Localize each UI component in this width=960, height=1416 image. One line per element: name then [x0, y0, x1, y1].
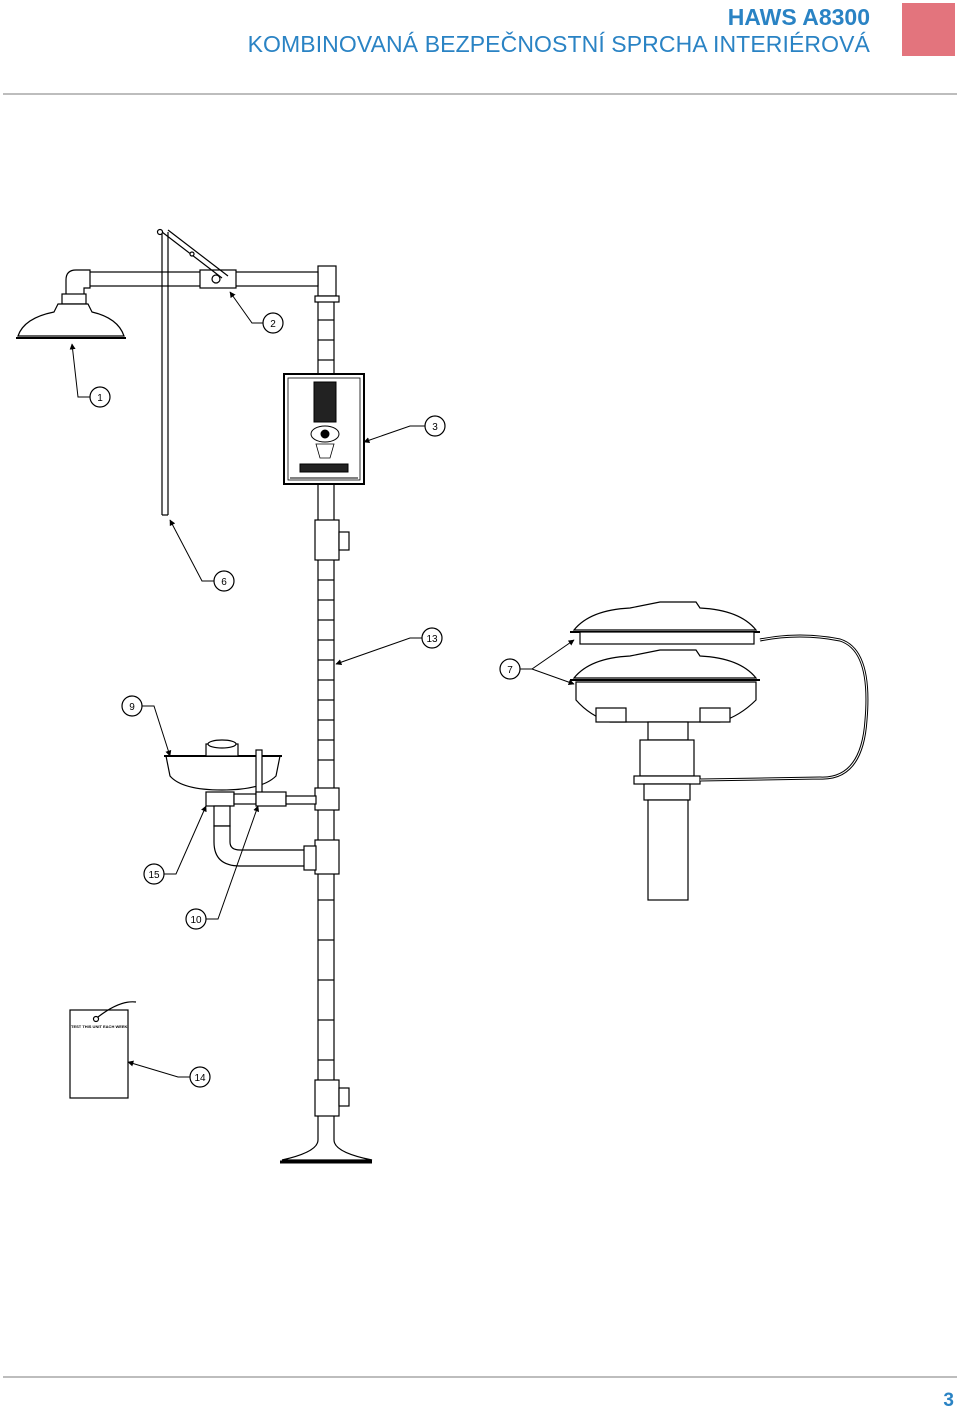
callout-15-label: 15 [148, 870, 160, 881]
callout-7 [499, 658, 521, 680]
shower-head [16, 303, 126, 339]
accent-box [902, 3, 955, 56]
callout-1 [89, 386, 111, 408]
callout-3 [424, 415, 446, 437]
callout-9 [121, 695, 143, 717]
callout-10 [185, 908, 207, 930]
eyewash-piping [205, 791, 317, 871]
callout-7-label: 7 [507, 665, 513, 676]
callout-10-label: 10 [190, 915, 202, 926]
pull-rod [156, 228, 229, 516]
leader-lines [69, 291, 575, 1078]
page-number: 3 [943, 1390, 954, 1411]
document-title: HAWS A8300 [727, 4, 870, 30]
callout-13-label: 13 [426, 634, 438, 645]
callout-6-label: 6 [221, 577, 227, 588]
main-pipe [280, 265, 373, 1164]
callout-2-label: 2 [270, 319, 276, 330]
callout-9-label: 9 [129, 702, 135, 713]
callout-6 [213, 570, 235, 592]
callout-14 [189, 1066, 211, 1088]
header-rule [3, 93, 957, 95]
eyewash-head-detail [570, 601, 869, 901]
footer-rule [3, 1376, 957, 1378]
callout-2 [262, 312, 284, 334]
tag-label: TEST THIS UNIT EACH WEEK [71, 1024, 128, 1029]
callout-3-label: 3 [432, 422, 438, 433]
callout-1-label: 1 [97, 393, 103, 404]
eyewash-bowl [164, 739, 282, 801]
document-subtitle: KOMBINOVANÁ BEZPEČNOSTNÍ SPRCHA INTERIÉR… [247, 31, 870, 57]
safety-sign [283, 373, 365, 485]
callout-13 [421, 627, 443, 649]
test-tag [69, 1001, 137, 1099]
callout-15 [143, 863, 165, 885]
callout-14-label: 14 [194, 1073, 206, 1084]
shower-arm [61, 269, 319, 305]
